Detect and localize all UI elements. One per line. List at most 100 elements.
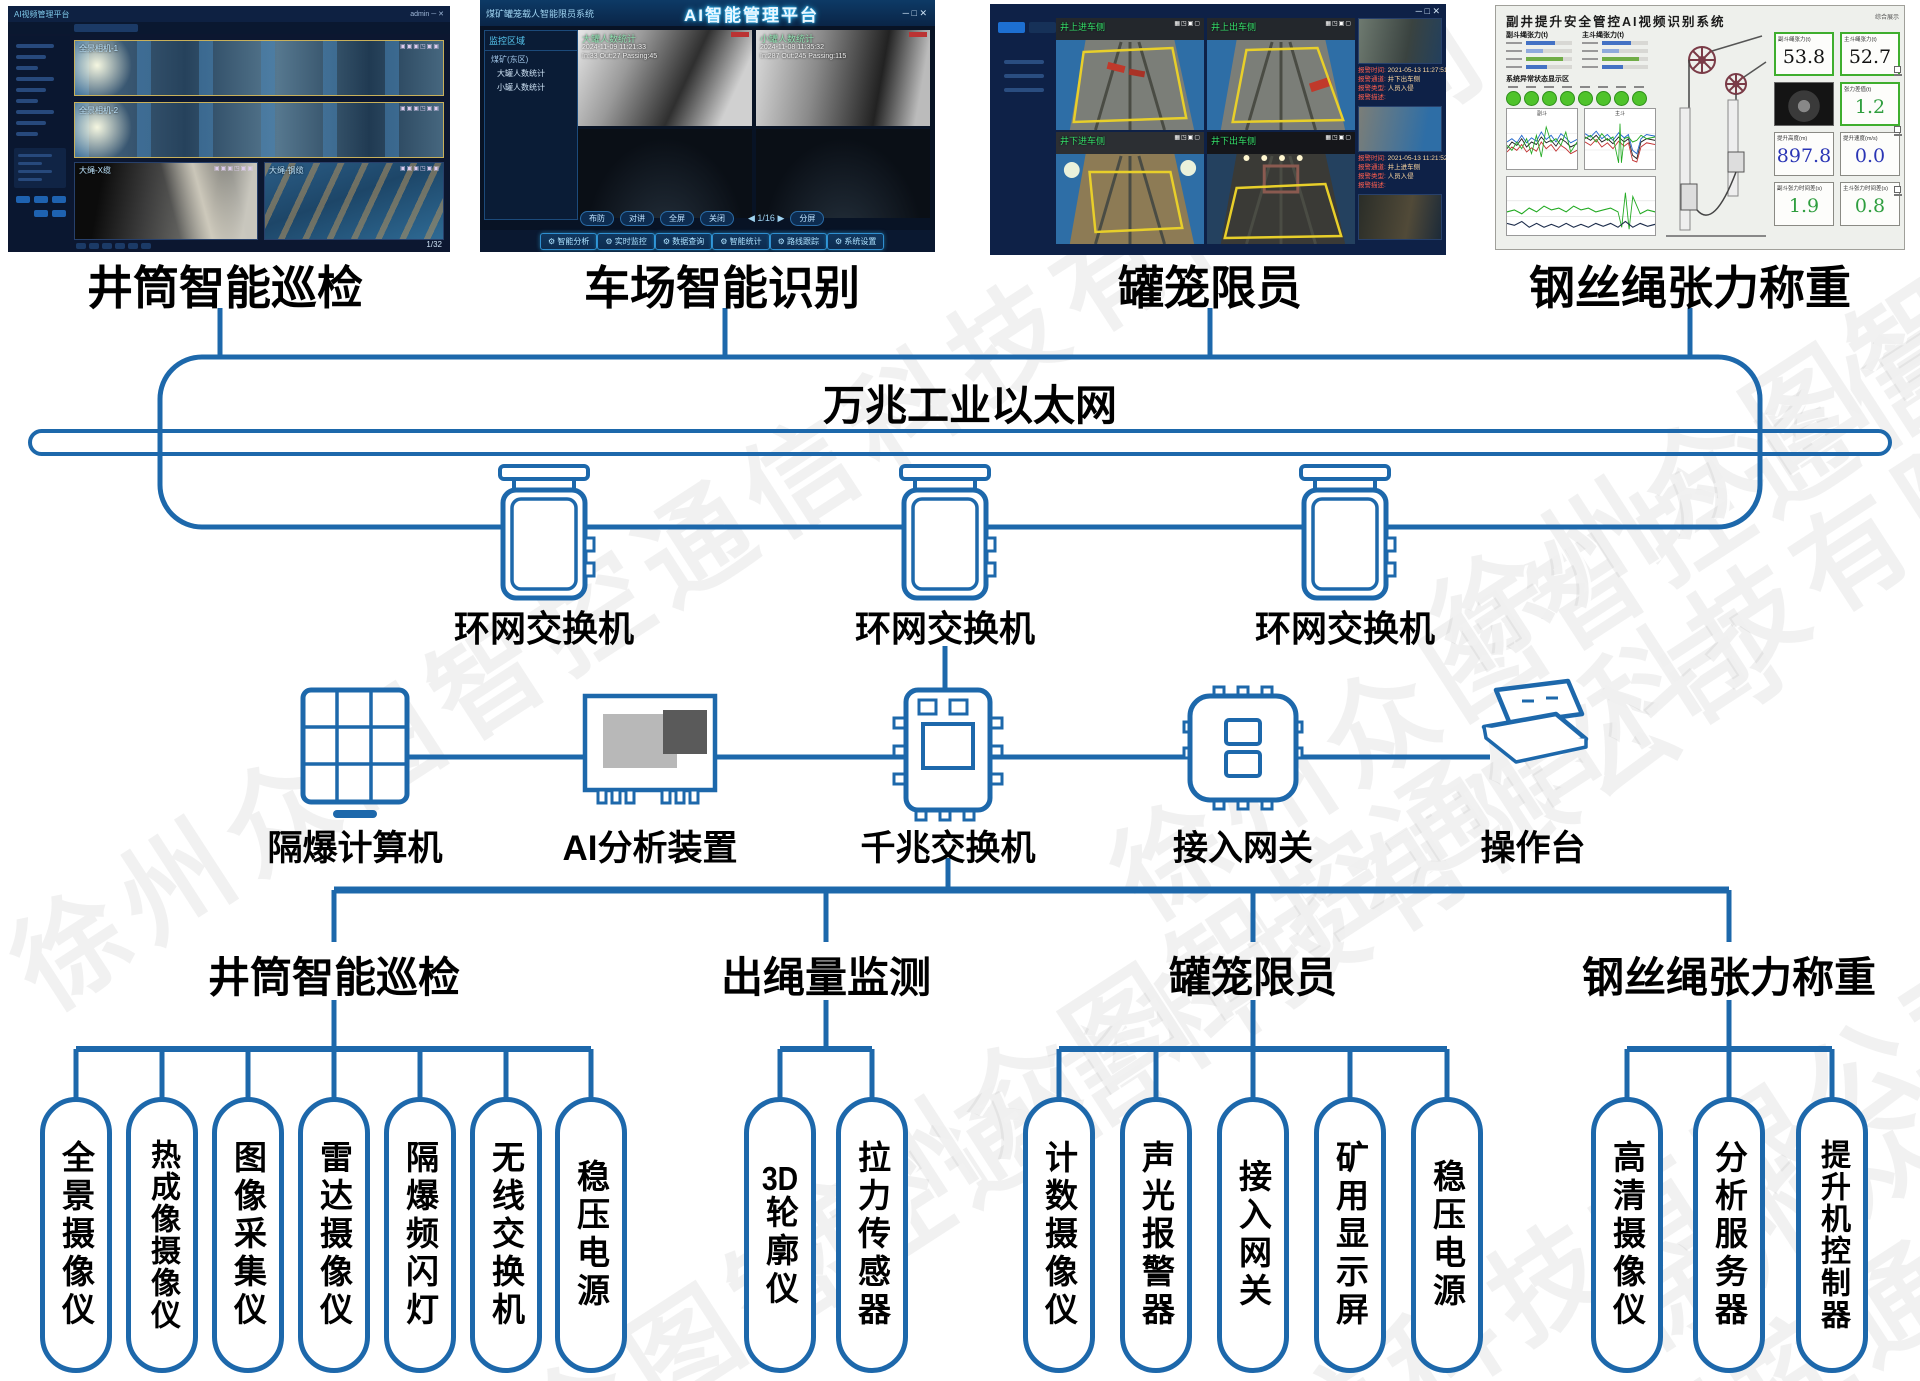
ring-switch-icon[interactable] [1299, 464, 1397, 601]
s3-alarm-key: 报警描述: [1358, 94, 1386, 101]
s1-panorama-view-1[interactable]: 全景相机-1 ▣▣▣◳▣▣ [74, 40, 444, 96]
s3-tab-inactive[interactable] [1029, 22, 1056, 33]
s1-sidebar[interactable] [10, 36, 70, 250]
s2-toolbar-智能统计[interactable]: ⚙ 智能统计 [712, 232, 770, 250]
s2-cam-stats: In:33 Out:27 Passing:45 [582, 53, 658, 60]
s3-cam-icons[interactable]: ▦◳▣▢ [1174, 135, 1201, 141]
s2-toolbar-实时监控[interactable]: ⚙ 实时监控 [597, 232, 655, 250]
s3-cam-icons[interactable]: ▦◳▣▢ [1325, 135, 1352, 141]
s1-button-skeleton[interactable] [34, 210, 48, 217]
leaf-label: 隔爆频闪灯 [401, 1140, 439, 1330]
s2-control-对讲[interactable]: 对讲 [620, 210, 654, 226]
leaf-热成像摄像仪: 热成像摄像仪 [126, 1097, 198, 1373]
s2-empty-tile[interactable] [756, 129, 930, 218]
s3-alarm-key: 报警描述: [1358, 182, 1386, 189]
leaf-label: 3D轮廓仪 [761, 1161, 799, 1309]
s1-button-skeleton[interactable] [52, 210, 66, 217]
s2-header: 煤矿罐笼载人智能限员系统 AI智能管理平台 ─ □ ✕ [480, 0, 935, 26]
s1-button-skeleton[interactable] [34, 196, 48, 203]
s3-sidebar-item[interactable] [1004, 60, 1044, 64]
s1-footer-thumb[interactable] [141, 243, 151, 249]
flameproof-computer-icon[interactable] [300, 687, 410, 818]
ring-switch-label-3: 环网交换机 [1254, 608, 1436, 649]
s3-cam-icons[interactable]: ▦◳▣▢ [1325, 21, 1352, 27]
s1-cam-label: 大绳-X缆 [79, 166, 111, 175]
s2-toolbar-智能分析[interactable]: ⚙ 智能分析 [540, 232, 598, 250]
s2-toolbar-路线跟踪[interactable]: ⚙ 路线跟踪 [769, 232, 828, 250]
s1-footer-thumb[interactable] [89, 243, 99, 249]
s1-cam-icons[interactable]: ▣▣▣◳▣▣ [213, 166, 254, 172]
s2-control-布防[interactable]: 布防 [580, 210, 614, 226]
s3-sidebar-item[interactable] [1004, 74, 1044, 78]
s3-alarm-thumb[interactable] [1358, 18, 1442, 64]
leaf-雷达摄像仪: 雷达摄像仪 [298, 1097, 370, 1373]
s1-pagination[interactable]: 1/32 [426, 240, 442, 249]
s1-app-title: AI视频管理平台 [14, 9, 70, 19]
s2-split-button[interactable]: 分屏 [790, 210, 825, 226]
s2-cam-tile[interactable]: 大罐人数统计 2024-11-09 11:21:33 In:33 Out:27 … [578, 30, 752, 126]
s1-cam-icons[interactable]: ▣▣▣◳▣▣ [399, 166, 440, 172]
s2-window-controls[interactable]: ─ □ ✕ [902, 7, 927, 18]
s1-button-skeleton[interactable] [52, 196, 66, 203]
s3-cam-tile-4[interactable]: 井下出车侧 ▦◳▣▢ [1207, 132, 1355, 244]
leaf-label: 无线交换机 [487, 1140, 525, 1330]
s3-cam-tile-3[interactable]: 井下进车侧 ▦◳▣▢ [1056, 132, 1204, 244]
s4-checkbox[interactable] [1894, 126, 1901, 133]
s2-tree-item[interactable]: 煤矿(东区) [491, 55, 529, 64]
s2-control-全屏[interactable]: 全屏 [660, 210, 694, 226]
s2-monitor-panel[interactable]: 监控区域 煤矿(东区)大罐人数统计小罐人数统计 [484, 30, 578, 220]
s1-footer-thumb[interactable] [128, 243, 138, 249]
s2-tree-item[interactable]: 大罐人数统计 [497, 69, 545, 78]
leaf-label: 雷达摄像仪 [315, 1140, 353, 1330]
screenshot-yard-recognition[interactable]: 煤矿罐笼载人智能限员系统 AI智能管理平台 ─ □ ✕ 监控区域 煤矿(东区)大… [480, 0, 935, 252]
s3-alarm-key: 报警时间: [1358, 67, 1386, 74]
ai-analysis-device-icon[interactable] [582, 693, 718, 805]
s1-camera-tile-2[interactable]: 大绳-钢缆 ▣▣▣◳▣▣ [264, 162, 444, 240]
s1-titlebar: AI视频管理平台 admin ─ ✕ [8, 6, 450, 22]
s3-alarm-thumb[interactable] [1358, 106, 1442, 152]
access-gateway-icon[interactable] [1182, 685, 1304, 811]
s1-panorama-view-2[interactable]: 全景相机-2 ▣▣▣◳▣▣ [74, 102, 444, 158]
s4-checkbox[interactable] [1894, 186, 1901, 193]
s1-camera-tile-1[interactable]: 大绳-X缆 ▣▣▣◳▣▣ [74, 162, 258, 240]
s3-cam-icons[interactable]: ▦◳▣▢ [1174, 21, 1201, 27]
s1-cam-icons[interactable]: ▣▣▣◳▣▣ [399, 44, 440, 50]
s1-button-skeleton[interactable] [16, 196, 30, 203]
s3-sidebar-item[interactable] [1004, 88, 1044, 92]
device-label-1: 隔爆计算机 [267, 829, 443, 868]
s1-tab[interactable] [74, 24, 138, 32]
s3-cam-title: 井上进车侧 [1060, 22, 1106, 32]
screenshot-cage-occupancy[interactable]: ─ □ ✕ 井上进车侧 ▦◳▣▢ 井上出车侧 ▦◳▣▢ 井下进车侧 ▦◳▣▢ [990, 4, 1446, 255]
s1-footer-thumb[interactable] [102, 243, 112, 249]
gigabit-switch-icon[interactable] [892, 687, 1004, 822]
s3-tab-active[interactable] [998, 22, 1025, 33]
s2-empty-tile[interactable] [578, 129, 752, 218]
screenshot-shaft-inspection[interactable]: AI视频管理平台 admin ─ ✕ 全景相机-1 ▣▣▣◳▣▣ 全景相机-2 ▣… [8, 6, 450, 252]
s1-cam-label: 全景相机-2 [79, 106, 119, 115]
s2-tree-item[interactable]: 小罐人数统计 [497, 83, 545, 92]
s2-control-关闭[interactable]: 关闭 [700, 210, 734, 226]
s1-tree-skeleton [16, 77, 54, 81]
s1-user-and-window-controls[interactable]: admin ─ ✕ [410, 11, 444, 18]
s2-toolbar-系统设置[interactable]: ⚙ 系统设置 [827, 232, 885, 250]
ring-switch-icon[interactable] [899, 464, 997, 601]
s4-card-副斗张力时间差(s): 副斗张力时间差(s) 1.9 [1774, 182, 1834, 226]
s3-alarm-thumb[interactable] [1358, 194, 1442, 240]
s2-pagination[interactable]: ◀ 1/16 ▶ [748, 212, 785, 223]
s3-cam-tile-1[interactable]: 井上进车侧 ▦◳▣▢ [1056, 18, 1204, 130]
s3-cam-tile-2[interactable]: 井上出车侧 ▦◳▣▢ [1207, 18, 1355, 130]
screenshot-rope-tension-dashboard[interactable]: 副井提升安全管控AI视频识别系统 综合展示 系统异常状态显示区 副斗绳张力(t)… [1495, 5, 1905, 250]
s4-status-dot-5 [1578, 91, 1593, 106]
s2-cam-tile[interactable]: 小罐人数统计 2024-11-08 11:35:32 In:287 Out:24… [756, 30, 930, 126]
s1-footer-thumb[interactable] [76, 243, 86, 249]
s4-card-value: 52.7 [1848, 46, 1892, 68]
s1-cam-icons[interactable]: ▣▣▣◳▣▣ [399, 106, 440, 112]
s4-checkbox[interactable] [1894, 66, 1901, 73]
s4-status-dot-7 [1614, 91, 1629, 106]
s1-footer-thumb[interactable] [115, 243, 125, 249]
operator-console-icon[interactable] [1481, 678, 1589, 764]
s2-toolbar-数据查询[interactable]: ⚙ 数据查询 [654, 232, 713, 250]
ring-switch-icon[interactable] [498, 464, 596, 601]
s3-window-controls[interactable]: ─ □ ✕ [1415, 6, 1440, 16]
s4-card-value: 0.8 [1854, 195, 1886, 217]
